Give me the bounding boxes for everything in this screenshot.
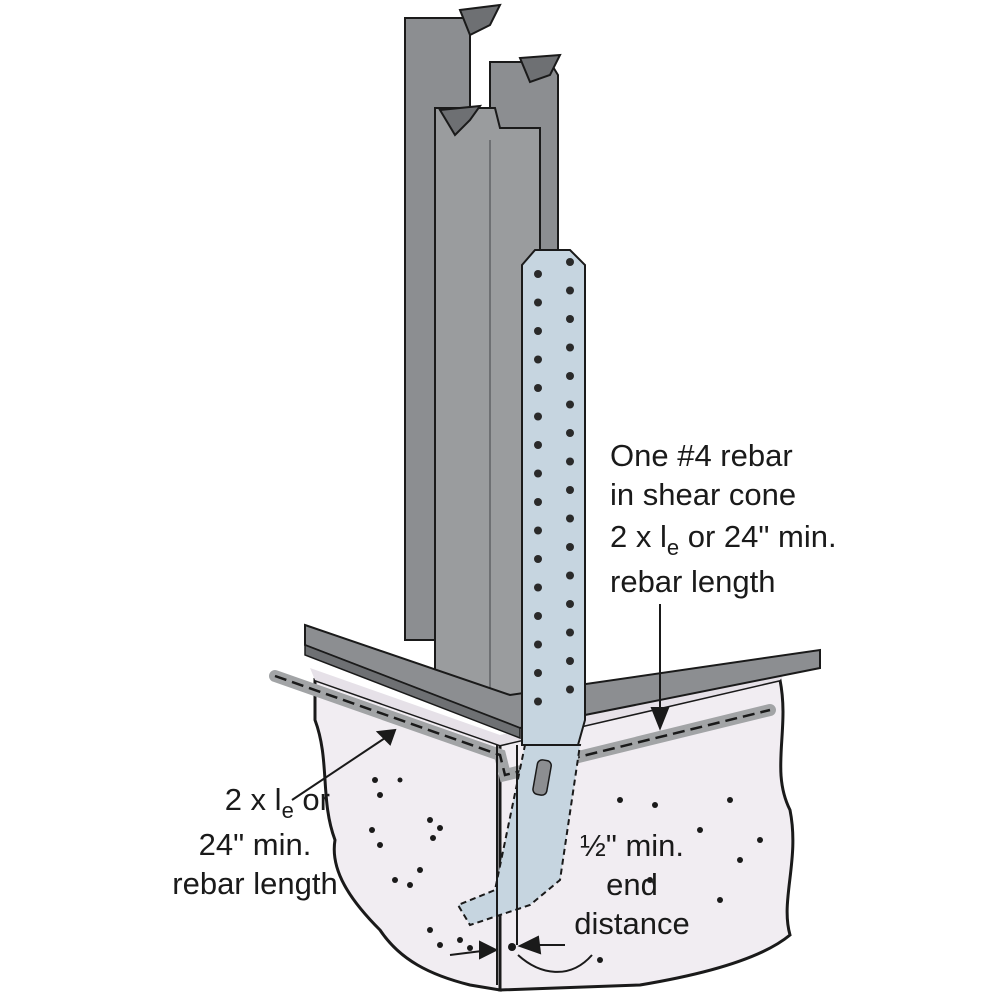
aggregate-dots: [369, 777, 763, 963]
rebar: [269, 670, 776, 783]
fastener-hole: [566, 286, 574, 295]
fastener-hole: [566, 600, 574, 608]
label-left-length-line2: 24" min.: [199, 827, 312, 862]
fastener-hole: [534, 469, 542, 478]
embedded-strap-leg: [456, 744, 582, 985]
fastener-hole: [534, 327, 542, 335]
fastener-hole: [566, 315, 574, 323]
fastener-hole: [566, 685, 574, 694]
holdown-strap: [521, 249, 586, 746]
fastener-holes: [534, 258, 574, 706]
fastener-hole: [534, 498, 542, 506]
fastener-hole: [566, 514, 574, 523]
fastener-hole: [534, 669, 542, 677]
fastener-hole: [566, 571, 574, 580]
label-right-length-line2: rebar length: [610, 564, 775, 599]
fastener-hole: [566, 400, 574, 409]
fastener-hole: [534, 270, 542, 278]
fastener-hole: [534, 697, 542, 706]
fastener-hole: [534, 384, 542, 392]
fastener-hole: [566, 457, 574, 466]
fastener-hole: [534, 355, 542, 364]
fastener-hole: [534, 555, 542, 563]
fastener-hole: [566, 657, 574, 665]
fastener-hole: [534, 612, 542, 620]
label-end-distance-line1: ½" min.: [580, 828, 684, 863]
fastener-hole: [534, 412, 542, 421]
label-shear-cone-line2: in shear cone: [610, 477, 796, 512]
label-shear-cone-line1: One #4 rebar: [610, 438, 793, 473]
label-left-length-line1: 2 x le or: [225, 782, 330, 823]
fastener-hole: [534, 640, 542, 649]
fastener-hole: [534, 526, 542, 535]
fastener-hole: [566, 372, 574, 380]
fastener-hole: [566, 429, 574, 437]
fastener-hole: [534, 441, 542, 449]
fastener-hole: [566, 486, 574, 494]
fastener-hole: [566, 343, 574, 352]
label-end-distance-line3: distance: [574, 906, 689, 941]
fastener-hole: [566, 628, 574, 637]
concrete-left-face: [313, 677, 502, 992]
fastener-hole: [566, 258, 574, 266]
fastener-hole: [534, 583, 542, 592]
label-left-length-line3: rebar length: [172, 866, 337, 901]
label-right-length-line1: 2 x le or 24" min.: [610, 519, 837, 560]
label-end-distance-line2: end: [606, 867, 658, 902]
fastener-hole: [534, 298, 542, 307]
fastener-hole: [566, 543, 574, 551]
leader-lines: [291, 604, 670, 973]
